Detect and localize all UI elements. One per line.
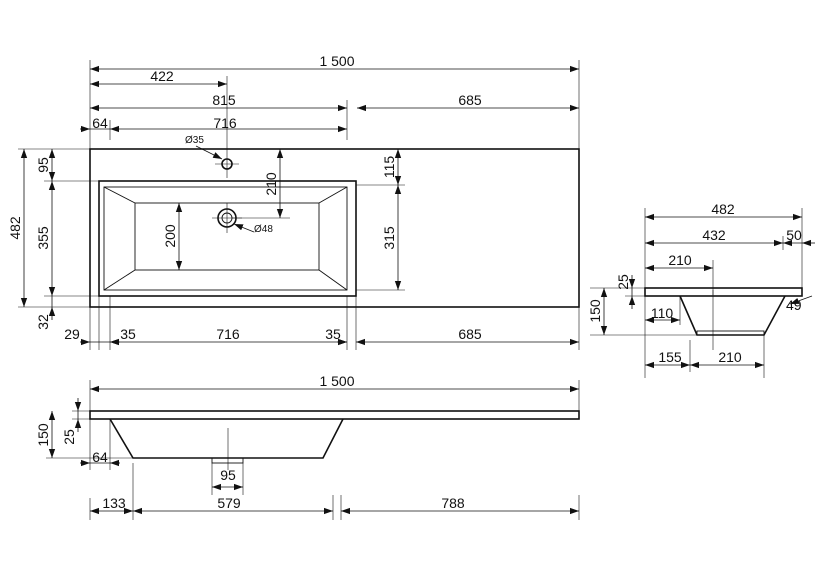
bottom-chain-1: 35 bbox=[120, 326, 136, 342]
front-drain bbox=[211, 457, 244, 464]
front-bottom-chain-1: 579 bbox=[217, 495, 241, 511]
front-slab bbox=[89, 410, 580, 420]
side-bottom-left-label: 155 bbox=[658, 349, 682, 365]
side-bowl-offset-label: 210 bbox=[668, 252, 692, 268]
front-bowl bbox=[109, 418, 344, 459]
tap-hole-label: Ø35 bbox=[185, 135, 204, 146]
tap-to-drain-label: 210 bbox=[263, 172, 279, 196]
side-depth-main-label: 432 bbox=[702, 227, 726, 243]
side-slab-label: 25 bbox=[615, 274, 631, 290]
tap-offset-label: 422 bbox=[150, 68, 174, 84]
right-bottom-label: 315 bbox=[381, 226, 397, 250]
right-top-label: 115 bbox=[381, 156, 397, 179]
front-overall-width: 1 500 bbox=[319, 373, 354, 389]
bottom-chain-2: 716 bbox=[216, 326, 240, 342]
drain-hole-label: Ø48 bbox=[254, 224, 273, 235]
front-view: 1 500 150 25 64 95 bbox=[35, 373, 580, 520]
right-section-label: 685 bbox=[458, 92, 482, 108]
front-height-label: 150 bbox=[35, 423, 51, 447]
side-right-small-label: 49 bbox=[786, 297, 802, 313]
bottom-chain-3: 35 bbox=[325, 326, 341, 342]
bowl-width-top-label: 716 bbox=[213, 115, 237, 131]
bowl-left-offset-label: 64 bbox=[92, 115, 108, 131]
top-overall-width: 1 500 bbox=[319, 53, 354, 69]
front-bottom-chain-2: 788 bbox=[441, 495, 465, 511]
depth-bottom-margin-label: 32 bbox=[35, 314, 51, 330]
bowl-center-label: 815 bbox=[212, 92, 236, 108]
front-slab-label: 25 bbox=[61, 429, 77, 445]
bottom-chain-4: 685 bbox=[458, 326, 482, 342]
side-bottom-right-label: 210 bbox=[718, 349, 742, 365]
side-rear-label: 50 bbox=[786, 227, 802, 243]
bowl-inner-height-label: 200 bbox=[162, 224, 178, 248]
depth-total-label: 482 bbox=[7, 216, 23, 240]
side-bowl bbox=[679, 295, 786, 336]
front-drain-label: 95 bbox=[220, 467, 236, 483]
side-depth-total-label: 482 bbox=[711, 201, 735, 217]
depth-top-margin-label: 95 bbox=[35, 157, 51, 173]
side-drain bbox=[696, 330, 765, 336]
side-slab bbox=[644, 287, 803, 297]
bowl-outer bbox=[98, 180, 357, 297]
bowl-rim bbox=[103, 186, 348, 291]
top-view: 1 500 422 815 685 64 716 482 95 355 32 Ø… bbox=[7, 53, 580, 350]
side-left-inner-label: 110 bbox=[651, 305, 674, 321]
front-bowl-offset-label: 64 bbox=[92, 449, 108, 465]
front-bottom-chain-0: 133 bbox=[102, 495, 126, 511]
bottom-chain-0: 29 bbox=[64, 326, 80, 342]
top-view-outline bbox=[89, 148, 580, 308]
side-view: 482 432 50 210 25 150 110 49 bbox=[587, 201, 815, 378]
side-height-label: 150 bbox=[587, 299, 603, 323]
depth-bowl-label: 355 bbox=[35, 226, 51, 250]
